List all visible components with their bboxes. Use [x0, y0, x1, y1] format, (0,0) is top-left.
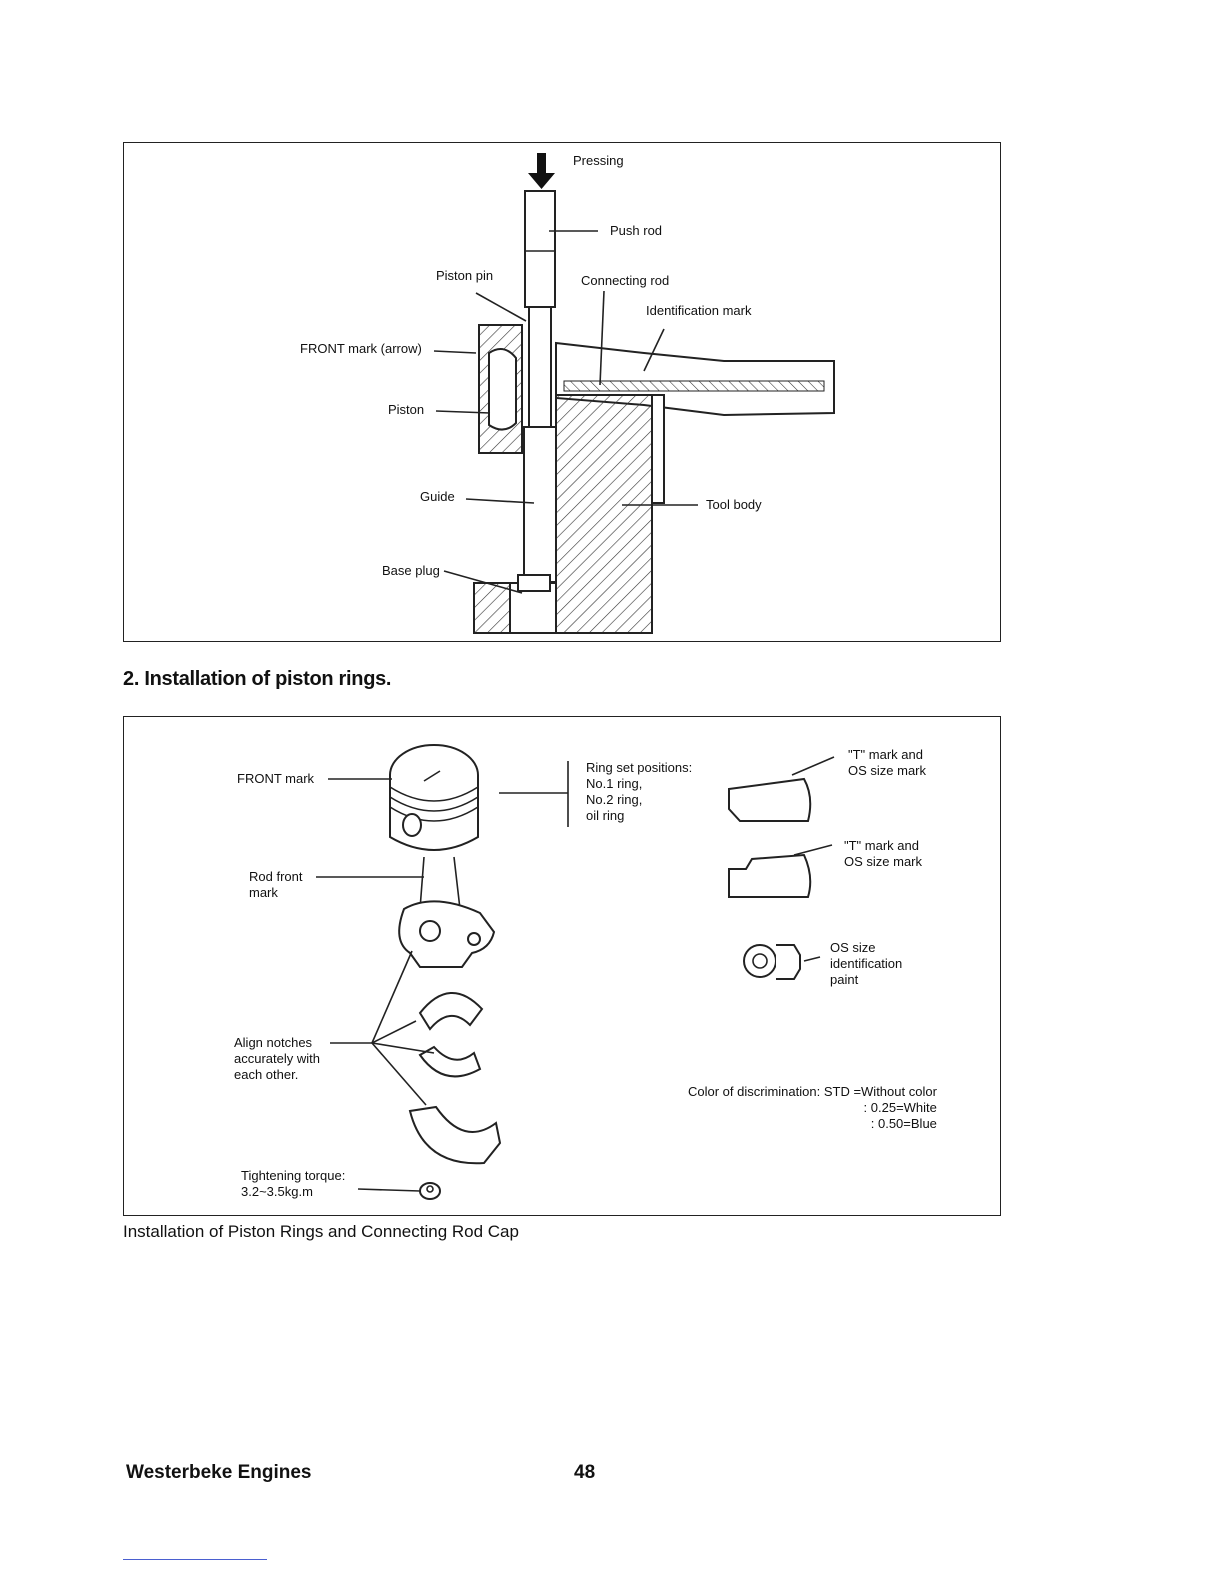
footer-brand: Westerbeke Engines [126, 1462, 312, 1483]
label-identification-mark: Identification mark [646, 303, 752, 318]
label-os-size-paint: OS size identification paint [830, 940, 903, 987]
pressing-arrow-icon [528, 153, 555, 189]
piston-rings-install-figure: FRONT mark Rod front mark Align notches … [123, 716, 1001, 1216]
piston-pin-press-drawing [433, 153, 835, 634]
label-push-rod: Push rod [610, 223, 663, 238]
page-number: 48 [574, 1462, 596, 1483]
oil-ring-section [743, 944, 801, 980]
label-connecting-rod: Connecting rod [581, 273, 670, 288]
label-piston: Piston [388, 402, 425, 417]
label-front-mark-arrow: FRONT mark (arrow) [300, 341, 422, 356]
label-tool-body: Tool body [706, 497, 762, 512]
label-guide: Guide [420, 489, 455, 504]
piston-assembly [389, 744, 496, 968]
figure-caption: Installation of Piston Rings and Connect… [123, 1222, 519, 1241]
label-t-mark-2: "T" mark and OS size mark [844, 838, 923, 869]
section-heading: 2. Installation of piston rings. [123, 668, 392, 690]
label-rod-front-mark: Rod front mark [249, 869, 303, 900]
lower-bearing [418, 1045, 482, 1078]
label-base-plug: Base plug [382, 563, 440, 578]
piston-pin-press-figure: Pressing Push rod Piston pin Connecting … [123, 142, 1001, 642]
label-pressing: Pressing [573, 153, 624, 168]
footer-rule [123, 1559, 267, 1560]
push-rod [524, 190, 556, 308]
label-piston-pin: Piston pin [436, 268, 494, 283]
piston-rings-drawing [316, 744, 835, 1200]
label-ring-set-positions: Ring set positions: No.1 ring, No.2 ring… [586, 760, 693, 823]
ring-2-section [728, 853, 812, 898]
rod-cap [408, 1105, 502, 1165]
nut-icon [419, 1182, 441, 1200]
label-t-mark-1: "T" mark and OS size mark [848, 747, 927, 778]
label-tightening-torque: Tightening torque: 3.2~3.5kg.m [241, 1168, 346, 1199]
ring-1-section [728, 777, 812, 822]
label-align-notches: Align notches accurately with each other… [234, 1035, 320, 1082]
upper-bearing [418, 992, 484, 1031]
tool-body [555, 394, 653, 634]
label-front-mark: FRONT mark [237, 771, 315, 786]
label-color-discrimination: Color of discrimination: STD =Without co… [688, 1084, 937, 1131]
guide [523, 426, 557, 583]
